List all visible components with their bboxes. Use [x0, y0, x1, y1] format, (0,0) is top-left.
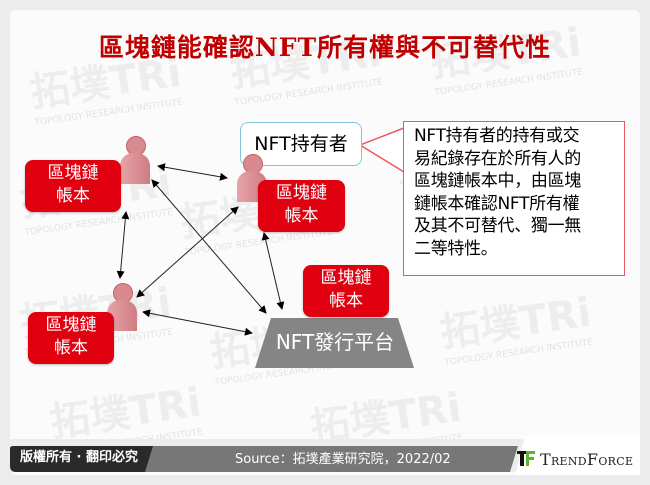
ledger-label: 帳本 — [56, 186, 90, 206]
ledger-box-platform: 區塊鏈 帳本 — [303, 265, 389, 317]
page-title: 區塊鏈能確認NFT所有權與不可替代性 — [98, 33, 552, 62]
callout-line: NFT持有者的持有或交 — [414, 126, 580, 146]
ledger-label: 帳本 — [329, 291, 363, 311]
callout-line: 及其不可替代、獨一無 — [414, 216, 581, 236]
ledger-box-top-left: 區塊鏈 帳本 — [25, 160, 121, 212]
ledger-label: 區塊鏈 — [320, 268, 372, 288]
user-icon — [120, 136, 150, 184]
brand-name: TrendForce — [540, 450, 634, 469]
explanation-callout: NFT持有者的持有或交 易紀錄存在於所有人的 區塊鏈帳本中，由區塊 鏈帳本確認N… — [403, 121, 625, 276]
nft-platform-label: NFT發行平台 — [275, 330, 395, 354]
trendforce-logo-icon — [517, 451, 535, 466]
callout-line: 區塊鏈帳本中，由區塊 — [414, 171, 581, 191]
ledger-label: 區塊鏈 — [47, 163, 99, 183]
callout-line: 鏈帳本確認NFT所有權 — [414, 193, 580, 214]
ledger-label: 區塊鏈 — [276, 183, 327, 203]
ledger-box-bottom-left: 區塊鏈 帳本 — [28, 312, 114, 364]
ledger-box-holder: 區塊鏈 帳本 — [258, 180, 345, 232]
ledger-label: 帳本 — [284, 206, 319, 226]
ledger-label: 區塊鏈 — [45, 315, 97, 335]
callout-line: 二等特性。 — [414, 238, 498, 259]
copyright-notice: 版權所有 · 翻印必究 — [20, 450, 138, 465]
callout-line: 易紀錄存在於所有人的 — [414, 148, 581, 169]
ledger-label: 帳本 — [54, 338, 88, 358]
source-citation: Source：拓墣產業研究院，2022/02 — [235, 452, 451, 467]
